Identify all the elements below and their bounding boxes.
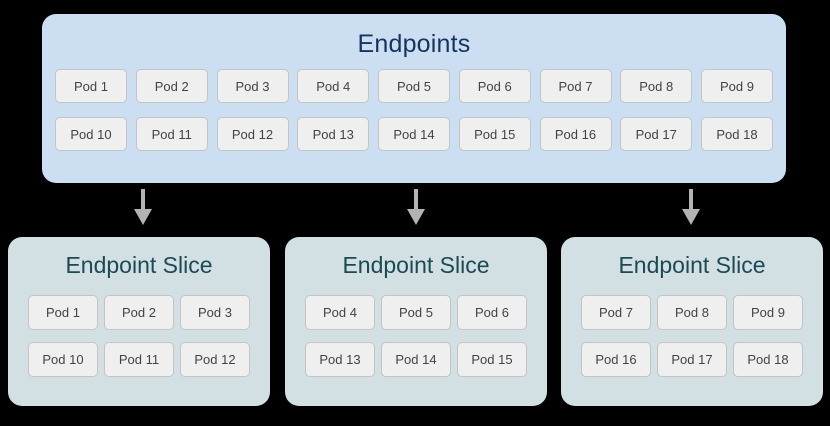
- pod-box: Pod 2: [104, 295, 174, 330]
- endpoint-slice-panel: Endpoint Slice Pod 1 Pod 2 Pod 3 Pod 10 …: [8, 237, 270, 406]
- pod-box: Pod 10: [28, 342, 98, 377]
- pod-box: Pod 11: [135, 117, 208, 151]
- pod-box: Pod 1: [28, 295, 98, 330]
- endpoints-pod-row: Pod 10 Pod 11 Pod 12 Pod 13 Pod 14 Pod 1…: [55, 117, 773, 151]
- arrow-down-icon: [680, 189, 702, 225]
- endpoint-slice-pod-row: Pod 16 Pod 17 Pod 18: [581, 342, 803, 377]
- endpoint-slice-pod-row: Pod 1 Pod 2 Pod 3: [28, 295, 250, 330]
- endpoint-slice-title: Endpoint Slice: [65, 252, 213, 278]
- pod-box: Pod 17: [657, 342, 727, 377]
- pod-box: Pod 13: [305, 342, 375, 377]
- pod-box: Pod 6: [457, 295, 527, 330]
- pod-box: Pod 7: [581, 295, 651, 330]
- endpoints-panel: Endpoints Pod 1 Pod 2 Pod 3 Pod 4 Pod 5 …: [42, 14, 786, 183]
- pod-box: Pod 14: [378, 117, 450, 151]
- pod-box: Pod 7: [539, 69, 612, 103]
- endpoint-slice-title: Endpoint Slice: [618, 252, 766, 278]
- pod-box: Pod 15: [458, 117, 531, 151]
- endpoint-slice-panel: Endpoint Slice Pod 7 Pod 8 Pod 9 Pod 16 …: [561, 237, 823, 406]
- pod-box: Pod 12: [180, 342, 250, 377]
- endpoint-slice-panel: Endpoint Slice Pod 4 Pod 5 Pod 6 Pod 13 …: [285, 237, 547, 406]
- pod-box: Pod 16: [539, 117, 612, 151]
- pod-box: Pod 11: [104, 342, 174, 377]
- pod-box: Pod 4: [305, 295, 375, 330]
- pod-box: Pod 9: [701, 69, 773, 103]
- endpoint-slice-pod-row: Pod 13 Pod 14 Pod 15: [305, 342, 527, 377]
- arrow-down-icon: [132, 189, 154, 225]
- pod-box: Pod 18: [733, 342, 803, 377]
- pod-box: Pod 10: [55, 117, 127, 151]
- endpoints-pod-row: Pod 1 Pod 2 Pod 3 Pod 4 Pod 5 Pod 6 Pod …: [55, 69, 773, 103]
- pod-box: Pod 4: [297, 69, 370, 103]
- pod-box: Pod 16: [581, 342, 651, 377]
- pod-box: Pod 1: [55, 69, 127, 103]
- pod-box: Pod 14: [381, 342, 451, 377]
- pod-box: Pod 3: [216, 69, 289, 103]
- endpoint-slice-pod-row: Pod 7 Pod 8 Pod 9: [581, 295, 803, 330]
- pod-box: Pod 8: [620, 69, 693, 103]
- arrow-down-icon: [405, 189, 427, 225]
- endpoint-slice-pod-row: Pod 10 Pod 11 Pod 12: [28, 342, 250, 377]
- pod-box: Pod 12: [216, 117, 289, 151]
- pod-box: Pod 5: [378, 69, 450, 103]
- pod-box: Pod 6: [458, 69, 531, 103]
- endpoint-slice-title: Endpoint Slice: [342, 252, 490, 278]
- pod-box: Pod 18: [701, 117, 773, 151]
- pod-box: Pod 15: [457, 342, 527, 377]
- pod-box: Pod 13: [297, 117, 370, 151]
- pod-box: Pod 2: [135, 69, 208, 103]
- endpoints-title: Endpoints: [357, 30, 471, 58]
- pod-box: Pod 3: [180, 295, 250, 330]
- pod-box: Pod 5: [381, 295, 451, 330]
- pod-box: Pod 8: [657, 295, 727, 330]
- pod-box: Pod 17: [620, 117, 693, 151]
- pod-box: Pod 9: [733, 295, 803, 330]
- endpoint-slice-pod-row: Pod 4 Pod 5 Pod 6: [305, 295, 527, 330]
